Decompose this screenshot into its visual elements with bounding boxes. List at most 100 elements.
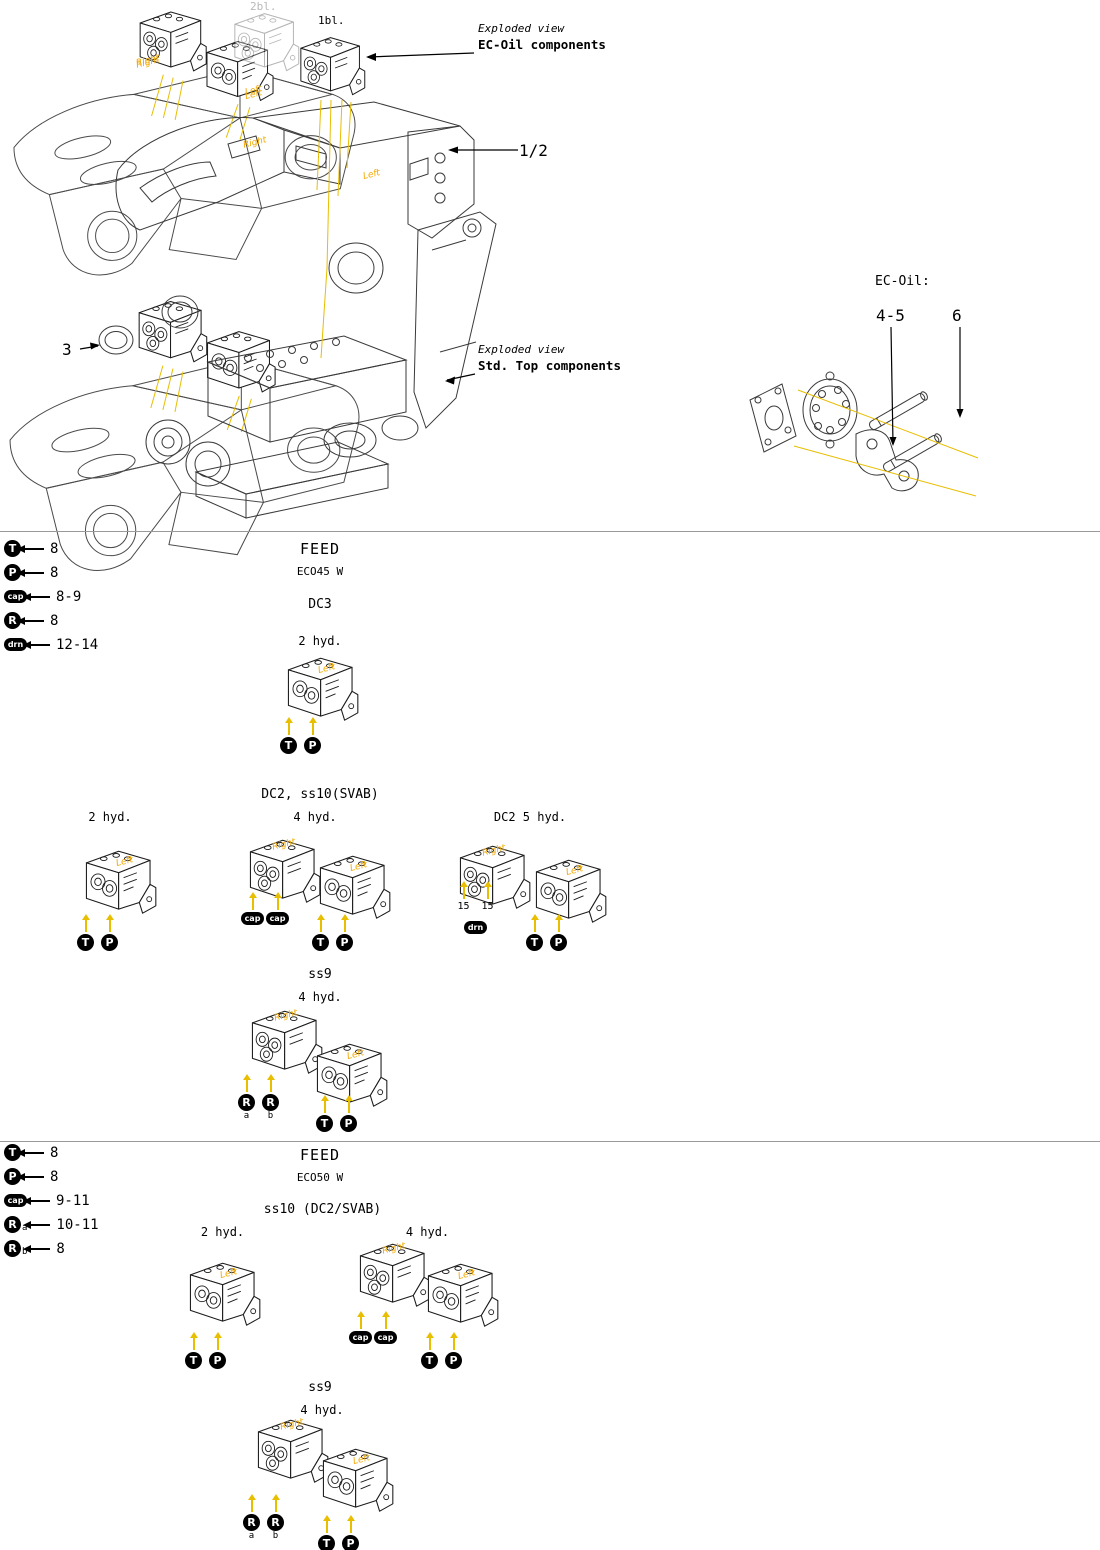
t-badge: T bbox=[421, 1352, 438, 1369]
dc3-valve-drawing: Left bbox=[276, 650, 362, 726]
model-label-eco45: ECO45 W bbox=[296, 565, 344, 578]
dc3-port-markers: T P bbox=[280, 717, 321, 754]
dc3-variant-label: 2 hyd. bbox=[298, 634, 342, 648]
port-marker-15: 15 bbox=[479, 881, 496, 912]
leader-line-icon bbox=[23, 1220, 51, 1229]
ec-oil-heading: EC-Oil: bbox=[875, 274, 930, 289]
dc2-4hyd-left-valve-drawing: Left bbox=[308, 848, 394, 924]
r-badge: R bbox=[267, 1514, 284, 1531]
ss9-port-markers-eco45: T P bbox=[316, 1095, 357, 1132]
port-marker-cap: cap bbox=[374, 1311, 397, 1344]
up-arrow-icon bbox=[356, 1311, 365, 1329]
up-arrow-icon bbox=[346, 1515, 355, 1533]
port-marker-p: P bbox=[304, 717, 321, 754]
drn-badge: drn bbox=[4, 638, 27, 651]
port-marker-cap: cap bbox=[349, 1311, 372, 1344]
legend-value: 10-11 bbox=[56, 1216, 99, 1233]
leader-line-icon bbox=[23, 1244, 51, 1253]
std-top-note: Exploded view Std. Top components bbox=[478, 343, 621, 373]
p-badge: P bbox=[550, 934, 567, 951]
t-badge: T bbox=[312, 934, 329, 951]
up-arrow-icon bbox=[459, 881, 468, 899]
up-arrow-icon bbox=[554, 914, 563, 932]
ref-number-3: 3 bbox=[62, 340, 72, 359]
p-badge: P bbox=[209, 1352, 226, 1369]
leader-line-icon bbox=[17, 616, 44, 625]
up-arrow-icon bbox=[247, 1494, 256, 1512]
legend-row-r: R 8 bbox=[4, 612, 98, 629]
ec-oil-detail-drawing bbox=[738, 338, 1000, 508]
section-divider bbox=[0, 531, 1100, 532]
block-1-label: 1bl. bbox=[318, 14, 345, 27]
cap-badge: cap bbox=[4, 1194, 27, 1207]
ec-oil-components-caption: EC-Oil components bbox=[478, 37, 606, 52]
t-badge: T bbox=[77, 934, 94, 951]
up-arrow-icon bbox=[105, 914, 114, 932]
dc2-5hyd-15-markers: 15 15 bbox=[455, 881, 496, 912]
r-badge: R bbox=[4, 1240, 21, 1257]
p-badge: P bbox=[342, 1535, 359, 1550]
ss9-left-valve-drawing-eco50: Left bbox=[311, 1441, 397, 1517]
port-marker-p: P bbox=[550, 914, 567, 951]
port-marker-p: P bbox=[340, 1095, 357, 1132]
legend-value: 8 bbox=[50, 564, 59, 581]
legend-row-cap: cap 9-11 bbox=[4, 1192, 99, 1209]
p-badge: P bbox=[304, 737, 321, 754]
up-arrow-icon bbox=[483, 881, 492, 899]
legend-row-rb: R b 8 bbox=[4, 1240, 99, 1257]
leader-line-icon bbox=[23, 1196, 50, 1205]
port-marker-p: P bbox=[101, 914, 118, 951]
exploded-view-caption: Exploded view bbox=[478, 22, 565, 35]
leader-line-icon bbox=[17, 544, 44, 553]
port-marker-p: P bbox=[209, 1332, 226, 1369]
dc3-heading: DC3 bbox=[308, 597, 332, 612]
port-marker-t: T bbox=[280, 717, 297, 754]
legend-value: 8-9 bbox=[56, 588, 82, 605]
legend-row-drn: drn 12-14 bbox=[4, 636, 98, 653]
up-arrow-icon bbox=[248, 892, 257, 910]
t-badge: T bbox=[318, 1535, 335, 1550]
port-marker-t: T bbox=[526, 914, 543, 951]
ref-number-6: 6 bbox=[952, 306, 962, 325]
port-marker-t: T bbox=[185, 1332, 202, 1369]
cap-badge: cap bbox=[374, 1331, 397, 1344]
section-divider bbox=[0, 1141, 1100, 1142]
legend-row-cap: cap 8-9 bbox=[4, 588, 98, 605]
ra-subscript: a bbox=[243, 1111, 250, 1121]
up-arrow-icon bbox=[322, 1515, 331, 1533]
up-arrow-icon bbox=[266, 1074, 275, 1092]
leader-line-icon bbox=[17, 568, 44, 577]
r-badge: R bbox=[4, 1216, 21, 1233]
up-arrow-icon bbox=[425, 1332, 434, 1350]
up-arrow-icon bbox=[213, 1332, 222, 1350]
up-arrow-icon bbox=[316, 914, 325, 932]
legend-row-p: P 8 bbox=[4, 564, 98, 581]
legend-value: 8 bbox=[50, 1168, 59, 1185]
dc2-4hyd-cap-markers: cap cap bbox=[241, 892, 289, 925]
cap-badge: cap bbox=[241, 912, 264, 925]
up-arrow-icon bbox=[271, 1494, 280, 1512]
ref-number-1-2: 1/2 bbox=[519, 141, 548, 160]
p-badge: P bbox=[445, 1352, 462, 1369]
port-marker-t: T bbox=[318, 1515, 335, 1550]
r-badge: R bbox=[238, 1094, 255, 1111]
ss9-heading-eco45: ss9 bbox=[308, 967, 332, 982]
up-arrow-icon bbox=[81, 914, 90, 932]
ss10-2hyd-port-markers: T P bbox=[185, 1332, 226, 1369]
feed-title-eco45: FEED bbox=[299, 540, 341, 558]
ss10-4hyd-cap-markers: cap cap bbox=[349, 1311, 397, 1344]
up-arrow-icon bbox=[284, 717, 293, 735]
port-marker-t: T bbox=[316, 1095, 333, 1132]
p-badge: P bbox=[4, 564, 21, 581]
dc2-4hyd-label: 4 hyd. bbox=[293, 810, 337, 824]
port-15-label: 15 bbox=[481, 901, 494, 912]
r-badge: R bbox=[262, 1094, 279, 1111]
ss10-heading: ss10 (DC2/SVAB) bbox=[263, 1202, 382, 1217]
port-marker-p: P bbox=[336, 914, 353, 951]
dc2-2hyd-valve-drawing: Left bbox=[74, 843, 160, 919]
port-marker-t: T bbox=[312, 914, 329, 951]
